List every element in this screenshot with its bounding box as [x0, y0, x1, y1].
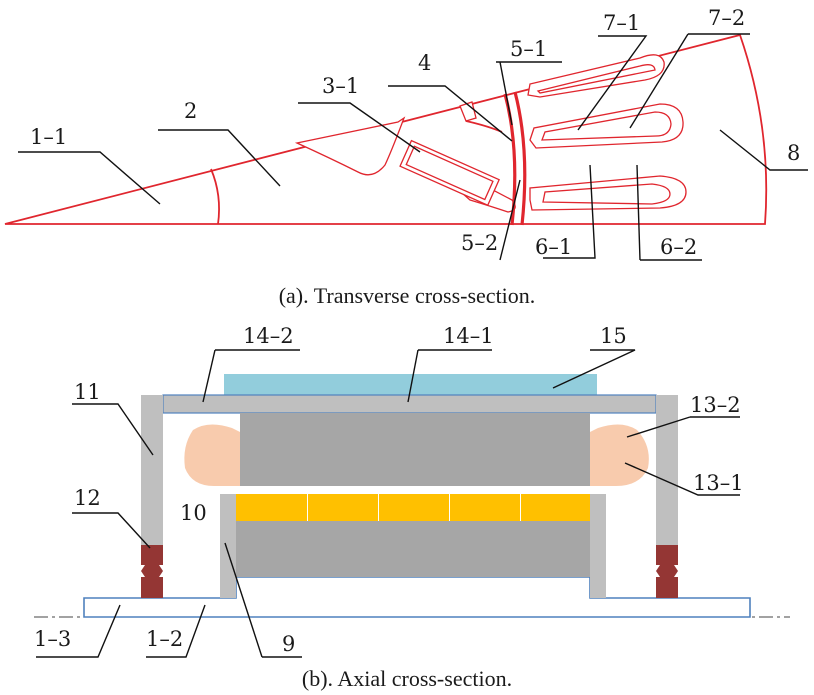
end-winding-left [184, 424, 240, 486]
label-10: 10 [180, 501, 207, 525]
caption-transverse: (a). Transverse cross-section. [279, 283, 536, 308]
rotor-flux-barrier [294, 116, 406, 176]
bearing-left [141, 545, 163, 598]
label-6-2: 6–2 [660, 235, 697, 259]
magnet-slot [399, 139, 500, 207]
label-1-1: 1–1 [30, 125, 67, 149]
label-8: 8 [787, 141, 800, 165]
stator-slot-top [527, 54, 665, 98]
label-1-2: 1–2 [146, 627, 183, 651]
rotor-end-plate-left [220, 494, 236, 598]
leader-lines-axial [36, 349, 740, 658]
label-4: 4 [418, 51, 431, 75]
label-13-1: 13–1 [693, 471, 744, 495]
stator-slot-middle [529, 103, 684, 149]
label-15: 15 [600, 324, 627, 348]
sleeve-inner [513, 91, 527, 226]
end-wall-left [141, 395, 163, 545]
label-11: 11 [74, 380, 101, 404]
rotor-notch [459, 101, 477, 122]
shaft [83, 576, 751, 618]
caption-axial: (b). Axial cross-section. [302, 666, 512, 691]
transverse-section [4, 33, 768, 226]
rotor-end-plate-right [590, 494, 606, 598]
label-7-2: 7–2 [708, 6, 745, 30]
leader-lines-transverse [18, 33, 808, 261]
magnet-row [236, 494, 590, 521]
rotor-rim [465, 120, 503, 133]
label-1-3: 1–3 [34, 627, 71, 651]
label-2: 2 [184, 99, 197, 123]
sector-outline [4, 33, 768, 225]
label-7-1: 7–1 [603, 11, 640, 35]
shaft-boundary-arc [210, 168, 220, 225]
cooling-plate [224, 374, 597, 395]
stator-slot-bottom [529, 175, 687, 211]
label-9: 9 [282, 632, 295, 656]
label-5-2: 5–2 [461, 231, 498, 255]
label-6-1: 6–1 [535, 235, 572, 259]
rotor-core [236, 521, 590, 577]
end-wall-right [656, 395, 678, 545]
label-3-1: 3–1 [322, 74, 359, 98]
axial-section [34, 374, 790, 618]
label-14-2: 14–2 [243, 324, 294, 348]
end-winding-right [590, 424, 649, 486]
bearing-right [656, 545, 678, 598]
label-5-1: 5–1 [510, 37, 547, 61]
label-12: 12 [74, 486, 101, 510]
label-13-2: 13–2 [690, 393, 741, 417]
label-14-1: 14–1 [443, 324, 494, 348]
stator-core [240, 413, 590, 486]
